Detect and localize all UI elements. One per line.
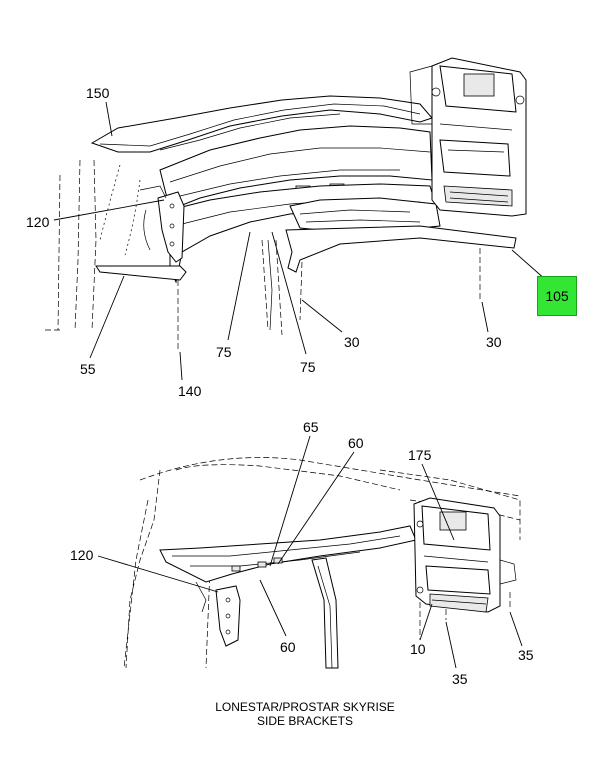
- callout-150[interactable]: 150: [86, 85, 110, 101]
- callout-30-left[interactable]: 30: [344, 334, 360, 350]
- callout-65[interactable]: 65: [303, 419, 319, 435]
- callout-120-bottom[interactable]: 120: [70, 547, 94, 563]
- callout-175[interactable]: 175: [408, 447, 432, 463]
- top-callouts: 150 120 55 140 75 75 30 30: [26, 85, 547, 399]
- callout-140[interactable]: 140: [178, 383, 202, 399]
- callout-60-top[interactable]: 60: [348, 435, 364, 451]
- callout-105-label: 105: [545, 288, 569, 304]
- callout-120-top[interactable]: 120: [26, 214, 50, 230]
- top-assembly-drawing: [45, 57, 527, 350]
- callout-35-right[interactable]: 35: [518, 647, 534, 663]
- callout-35-bottom[interactable]: 35: [452, 671, 468, 687]
- callout-10[interactable]: 10: [410, 641, 426, 657]
- callout-60-bottom[interactable]: 60: [280, 639, 296, 655]
- callout-55[interactable]: 55: [80, 361, 96, 377]
- caption-line-2: SIDE BRACKETS: [256, 714, 354, 728]
- callout-105-highlight[interactable]: 105: [537, 276, 577, 316]
- caption-line-1: LONESTAR/PROSTAR SKYRISE: [215, 700, 395, 714]
- callout-75-right[interactable]: 75: [300, 359, 316, 375]
- callout-75-left[interactable]: 75: [216, 344, 232, 360]
- bottom-assembly-drawing: [123, 457, 521, 669]
- bottom-callouts: 65 60 175 120 60 10 35 35: [70, 419, 534, 687]
- callout-30-right[interactable]: 30: [486, 334, 502, 350]
